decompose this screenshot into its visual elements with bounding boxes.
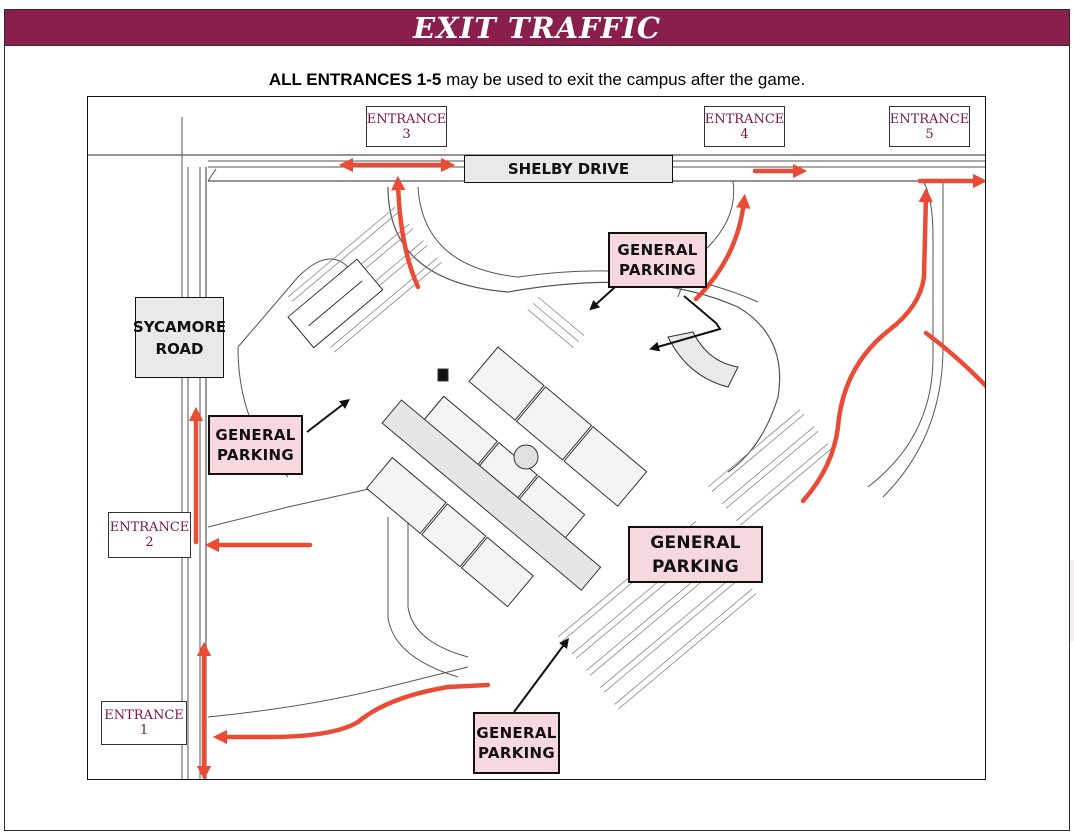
gp-north-line1: GENERAL: [617, 241, 698, 259]
gp-north-line2: PARKING: [619, 261, 696, 279]
general-parking-label-west: GENERAL PARKING: [208, 415, 303, 475]
entrance-3-label: ENTRANCE 3: [366, 106, 447, 147]
banner-title: EXIT TRAFFIC: [413, 10, 661, 45]
entrance-1-label: ENTRANCE 1: [101, 701, 187, 745]
entrance-3-number: 3: [402, 126, 411, 142]
general-parking-label-south: GENERAL PARKING: [473, 712, 560, 774]
entrance-4-number: 4: [740, 126, 749, 142]
shelby-drive-label: SHELBY DRIVE: [464, 155, 673, 183]
entrance-4-label: ENTRANCE 4: [704, 106, 785, 147]
entrance-2-number: 2: [145, 535, 154, 550]
gp-east-line1: GENERAL: [650, 532, 741, 553]
entrance-1-word: ENTRANCE: [104, 708, 184, 723]
entrance-2-label: ENTRANCE 2: [108, 512, 191, 558]
entrance-2-word: ENTRANCE: [109, 520, 190, 535]
entrance-1-number: 1: [139, 723, 149, 738]
title-banner: EXIT TRAFFIC: [4, 9, 1070, 46]
shelby-drive-text: SHELBY DRIVE: [507, 160, 630, 178]
sycamore-line1: SYCAMORE: [132, 317, 227, 336]
entrance-5-label: ENTRANCE 5: [889, 106, 970, 147]
gp-west-line2: PARKING: [217, 446, 294, 464]
campus-buildings: [287, 258, 739, 608]
sycamore-road-label: SYCAMORE ROAD: [132, 297, 227, 378]
entrance-5-word: ENTRANCE: [889, 111, 970, 127]
sycamore-line2: ROAD: [155, 339, 204, 358]
entrance-3-word: ENTRANCE: [366, 111, 447, 127]
subtitle-rest: may be used to exit the campus after the…: [441, 70, 806, 89]
gp-south-line1: GENERAL: [476, 724, 557, 742]
campus-map: SHELBY DRIVE SYCAMORE ROAD ENTRANCE 1 EN…: [87, 96, 986, 780]
subtitle: ALL ENTRANCES 1-5 may be used to exit th…: [0, 70, 1074, 90]
gp-west-line1: GENERAL: [215, 426, 296, 444]
gp-east-line2: PARKING: [652, 556, 739, 577]
entrance-5-number: 5: [925, 126, 934, 142]
subtitle-bold: ALL ENTRANCES 1-5: [268, 70, 442, 89]
general-parking-label-east: GENERAL PARKING: [628, 526, 763, 583]
general-parking-label-north: GENERAL PARKING: [608, 232, 707, 288]
parking-rows: [287, 206, 833, 710]
gp-south-line2: PARKING: [478, 744, 555, 762]
entrance-4-word: ENTRANCE: [704, 111, 785, 127]
exit-route-arrows: [188, 157, 985, 779]
